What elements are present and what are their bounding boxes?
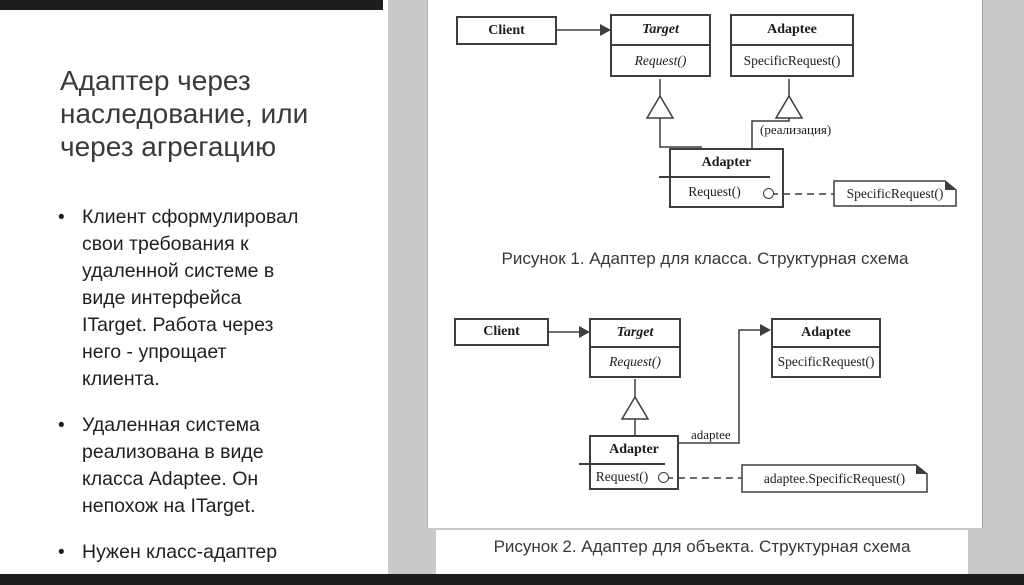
document-panel: Рисунок 2. Адаптер для объекта. Структур… [388, 0, 1024, 574]
class-name: Client [488, 22, 525, 38]
uml-class-adaptee-2: Adaptee SpecificRequest() [771, 318, 881, 378]
class-method: Request() [612, 44, 709, 75]
bullet-marker: • [58, 542, 65, 563]
class-method: Request() [659, 176, 770, 206]
class-name: Target [616, 325, 654, 340]
uml-class-target-1: Target Request() [610, 14, 711, 77]
bullet-marker: • [58, 415, 65, 436]
note-fold-icon [945, 181, 956, 190]
bullet-item: • Клиент сформулировал свои требования к… [58, 204, 298, 393]
slide-title-line: Адаптер через [60, 65, 251, 96]
uml-class-adapter-1: Adapter Request() [659, 148, 784, 208]
uml-class-client-1: Client [456, 16, 557, 45]
class-name: Adaptee [767, 22, 817, 37]
bullet-text-line: непохож на ITarget. [82, 495, 256, 517]
document-page-1 [428, 0, 982, 528]
bullet-text: Клиент сформулировал свои требования к у… [82, 204, 298, 393]
class-method: SpecificRequest() [732, 44, 852, 75]
bullet-text-line: Клиент сформулировал [82, 206, 299, 228]
document-page-2: Рисунок 2. Адаптер для объекта. Структур… [436, 530, 968, 574]
uml-class-target-2: Target Request() [589, 318, 681, 378]
arrowhead-icon [760, 324, 771, 336]
dashed-links [666, 193, 834, 479]
class-method: SpecificRequest() [773, 346, 879, 376]
uml-note-shape [741, 464, 928, 493]
interface-circle-icon [658, 472, 669, 483]
letterbox-bar [0, 0, 383, 10]
slide-title-line: наследование, или [60, 98, 309, 129]
arrowhead-icon [600, 24, 611, 36]
bullet-list: • Клиент сформулировал свои требования к… [58, 204, 298, 585]
bullet-text-line: свои требования к [82, 233, 249, 255]
slide-title: Адаптер через наследование, или через аг… [60, 64, 308, 163]
bullet-text-line: класса Adaptee. Он [82, 468, 259, 490]
class-name: Target [642, 22, 679, 37]
arrowhead-icon [579, 326, 590, 338]
bullet-text-line: Удаленная система [82, 414, 260, 436]
bullet-text-line: виде интерфейса [82, 287, 242, 309]
uml-class-client-2: Client [454, 318, 549, 346]
figure2-connectors [549, 324, 928, 493]
figure1-caption: Рисунок 1. Адаптер для класса. Структурн… [501, 249, 909, 268]
generalization-triangle-icon [645, 94, 675, 119]
uml-connectors [549, 24, 957, 493]
class-name: Adapter [701, 155, 752, 170]
interface-circle-icon [763, 188, 774, 199]
bullet-item: • Нужен класс-адаптер [58, 539, 298, 566]
bullet-text-line: него - упрощает [82, 341, 227, 363]
uml-note-1-text: SpecificRequest() [846, 185, 944, 201]
slide-panel: Адаптер через наследование, или через аг… [0, 0, 388, 574]
class-name: Adapter [609, 442, 659, 457]
figure1-connectors [557, 24, 957, 207]
bullet-text-line: реализована в виде [82, 441, 264, 463]
note-fold-icon [916, 465, 927, 474]
bullet-text-line: клиента. [82, 368, 160, 390]
generalization-triangle-icon [774, 94, 804, 119]
adaptee-reference-label: adaptee [691, 427, 731, 442]
slide-title-line: через агрегацию [60, 131, 277, 162]
bullet-text-line: ITarget. Работа через [82, 314, 274, 336]
bullet-marker: • [58, 207, 65, 228]
class-name: Adaptee [801, 325, 851, 340]
bullet-text-line: удаленной системе в [82, 260, 275, 282]
bullet-text: Нужен класс-адаптер [82, 539, 277, 566]
uml-note-2-text: adaptee.SpecificRequest() [763, 470, 906, 486]
bullet-text: Удаленная система реализована в виде кла… [82, 412, 264, 520]
bullet-item: • Удаленная система реализована в виде к… [58, 412, 298, 520]
uml-note-shape [833, 180, 957, 207]
uml-class-adaptee-1: Adaptee SpecificRequest() [730, 14, 854, 77]
class-name: Client [483, 324, 520, 339]
figure2-caption: Рисунок 2. Адаптер для объекта. Структур… [493, 537, 911, 556]
class-method: Request() [579, 463, 665, 488]
realization-label: (реализация) [760, 122, 832, 137]
bullet-text-line: Нужен класс-адаптер [82, 541, 278, 563]
class-method: Request() [591, 346, 679, 376]
